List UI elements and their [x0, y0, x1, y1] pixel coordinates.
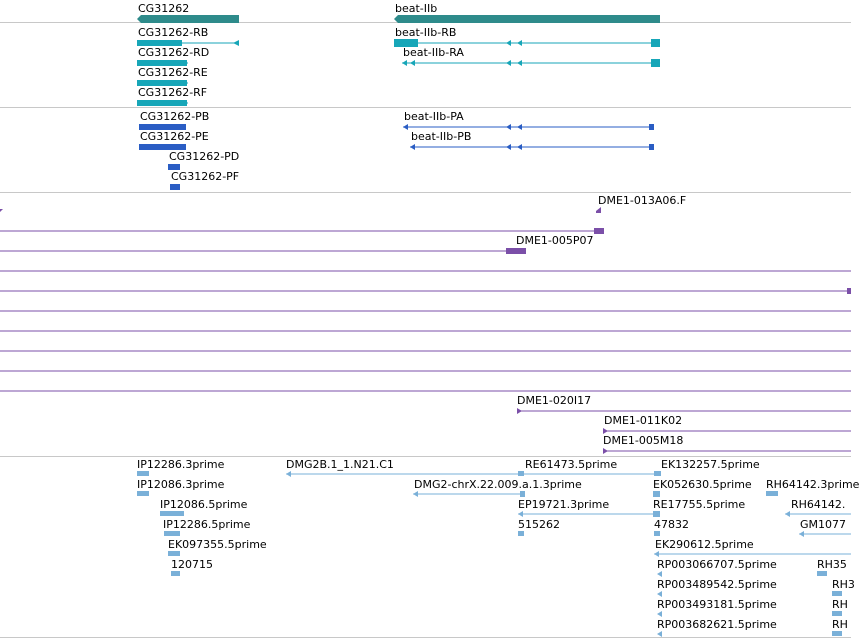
est-label[interactable]: 47832	[654, 518, 689, 531]
clone-label[interactable]: DME1-005P07	[516, 234, 594, 247]
protein-label[interactable]: beat-IIb-PA	[404, 110, 464, 123]
est-label[interactable]: EP19721.3prime	[518, 498, 610, 511]
est-label[interactable]: EK097355.5prime	[168, 538, 267, 551]
est-label[interactable]: DMG2-chrX.22.009.a.1.3prime	[414, 478, 582, 491]
est-label[interactable]: 515262	[518, 518, 560, 531]
transcript-label[interactable]: beat-IIb-RA	[403, 46, 464, 59]
est-label[interactable]: RH64142.	[791, 498, 846, 511]
est-label[interactable]: IP12086.5prime	[160, 498, 248, 511]
est-label[interactable]: IP12286.5prime	[163, 518, 251, 531]
est-label[interactable]: RP003489542.5prime	[657, 578, 777, 591]
track-separator	[0, 637, 851, 638]
est-label[interactable]: RH64142.3prime	[766, 478, 859, 491]
est-label[interactable]: GM1077	[800, 518, 847, 531]
clone-label[interactable]: DME1-011K02	[604, 414, 683, 427]
clone-label[interactable]: DME1-020I17	[517, 394, 592, 407]
est-label[interactable]: DMG2B.1_1.N21.C1	[286, 458, 394, 471]
est-label[interactable]: RE61473.5prime	[525, 458, 618, 471]
clone-label[interactable]: DME1-013A06.F	[598, 194, 687, 207]
transcript-label[interactable]: CG31262-RD	[138, 46, 210, 59]
protein-glyphs	[139, 124, 654, 190]
gene-label[interactable]: CG31262	[138, 2, 190, 15]
transcript-label[interactable]: CG31262-RF	[138, 86, 208, 99]
clone-glyphs	[0, 207, 851, 454]
est-label[interactable]: IP12086.3prime	[137, 478, 225, 491]
protein-label[interactable]: CG31262-PB	[140, 110, 210, 123]
gene-label[interactable]: beat-IIb	[395, 2, 438, 15]
transcript-label[interactable]: beat-IIb-RB	[395, 26, 457, 39]
protein-label[interactable]: CG31262-PD	[169, 150, 240, 163]
est-glyphs	[137, 471, 851, 637]
est-label[interactable]: IP12286.3prime	[137, 458, 225, 471]
transcript-glyphs	[137, 39, 660, 106]
protein-label[interactable]: CG31262-PE	[140, 130, 209, 143]
transcript-label[interactable]: CG31262-RB	[138, 26, 209, 39]
est-label[interactable]: EK132257.5prime	[661, 458, 760, 471]
est-label[interactable]: RE17755.5prime	[653, 498, 746, 511]
clone-label[interactable]: DME1-005M18	[603, 434, 684, 447]
protein-label[interactable]: CG31262-PF	[171, 170, 240, 183]
protein-label[interactable]: beat-IIb-PB	[411, 130, 472, 143]
gene-glyphs	[137, 15, 660, 23]
est-label[interactable]: 120715	[171, 558, 213, 571]
track-separator	[0, 456, 851, 457]
transcript-label[interactable]: CG31262-RE	[138, 66, 208, 79]
gene-feature-beat-iib[interactable]	[394, 15, 660, 23]
est-label[interactable]: RH35	[817, 558, 847, 571]
est-label[interactable]: RH	[832, 618, 848, 631]
est-label[interactable]: RH	[832, 598, 848, 611]
gene-feature-cg31262[interactable]	[137, 15, 239, 23]
est-label[interactable]: EK052630.5prime	[653, 478, 752, 491]
track-separator	[0, 192, 851, 193]
est-label[interactable]: EK290612.5prime	[655, 538, 754, 551]
track-separator	[0, 107, 851, 108]
est-label[interactable]: RH3	[832, 578, 855, 591]
est-label[interactable]: RP003066707.5prime	[657, 558, 777, 571]
est-label[interactable]: RP003682621.5prime	[657, 618, 777, 631]
est-label[interactable]: RP003493181.5prime	[657, 598, 777, 611]
